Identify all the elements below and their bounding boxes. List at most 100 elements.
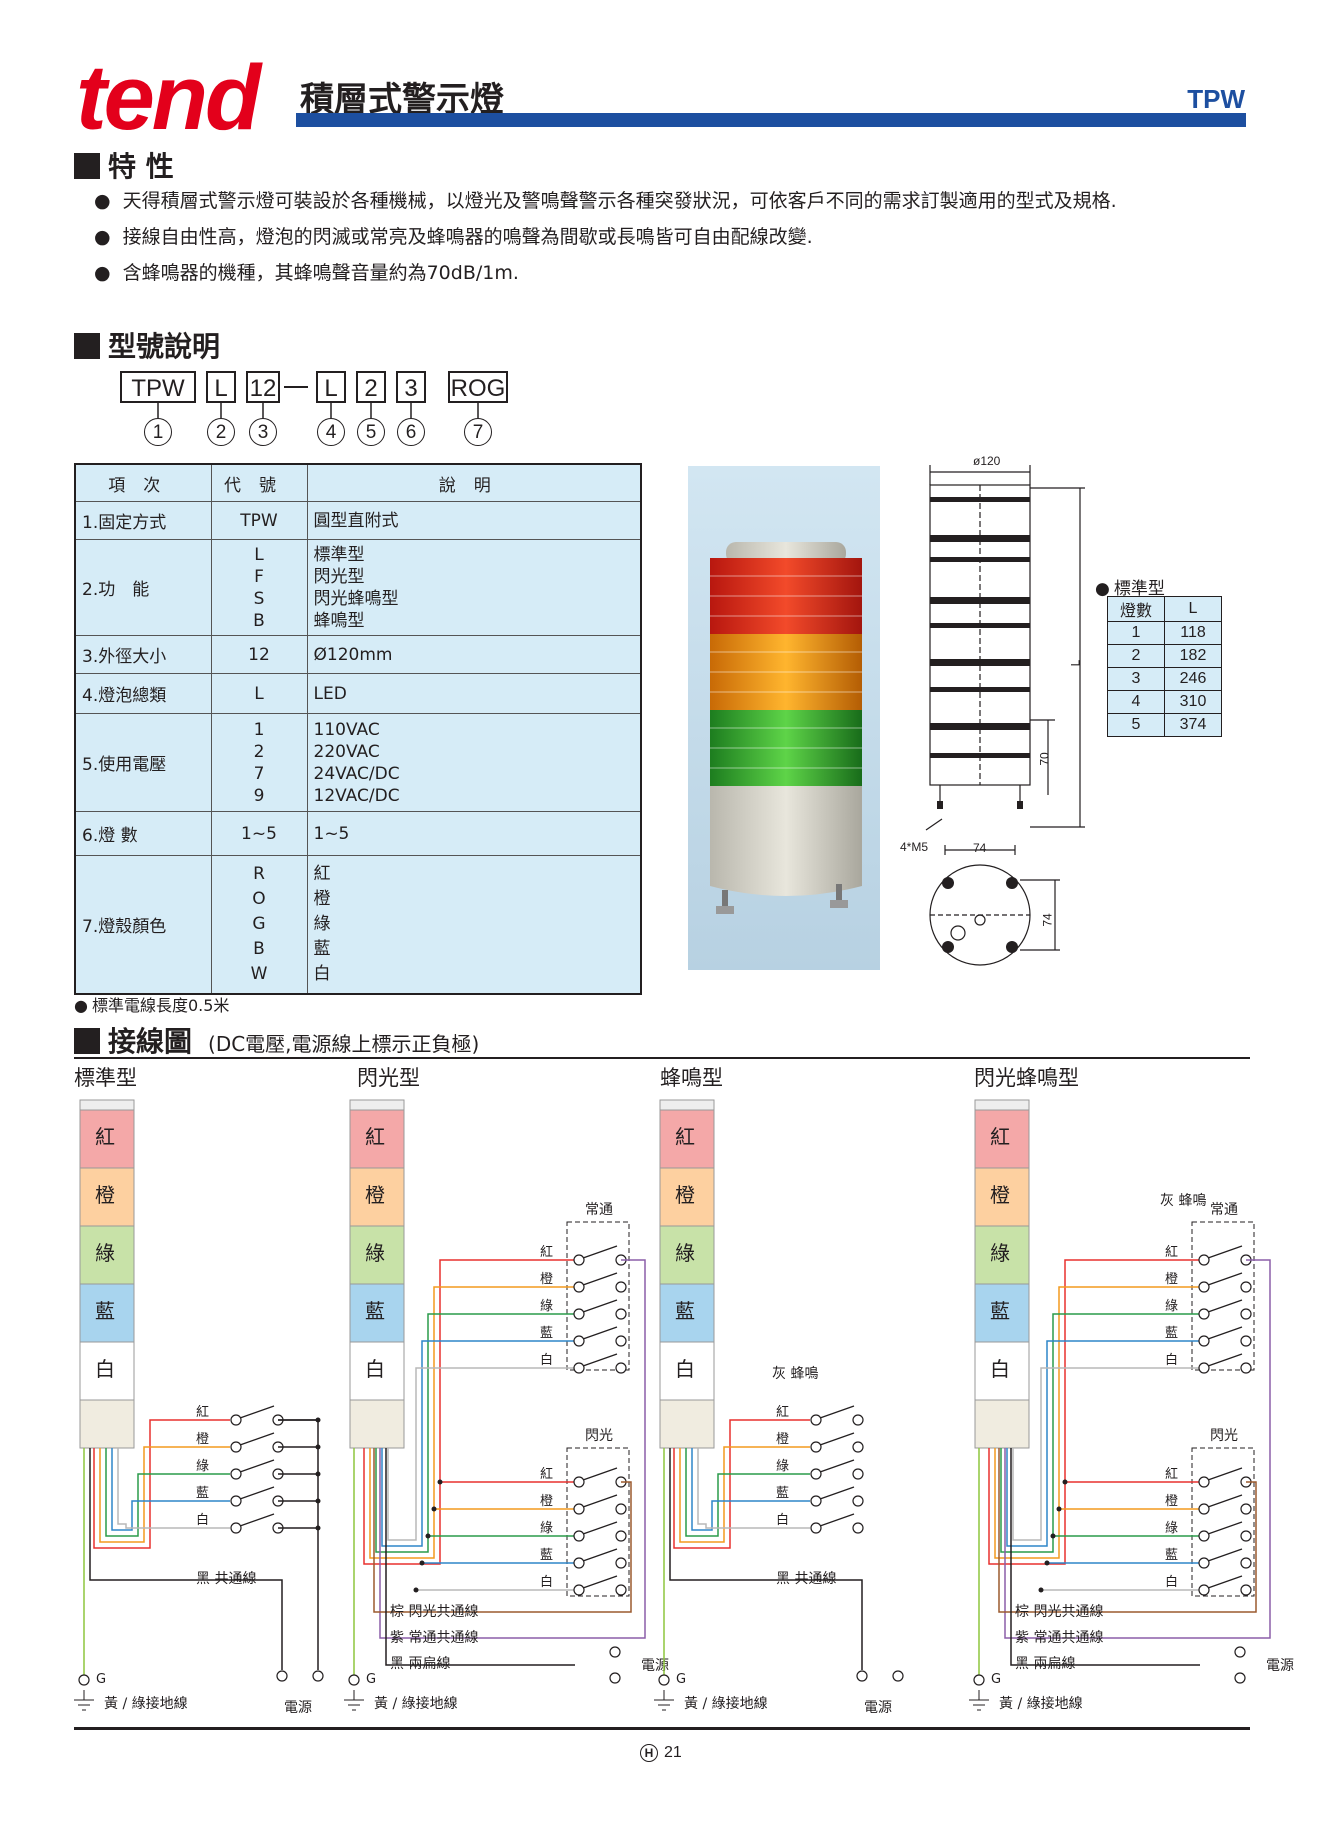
tier-label: 藍	[365, 1299, 385, 1323]
terminal	[573, 1584, 585, 1596]
ground-label: 黃 / 綠接地線	[684, 1695, 768, 1712]
junction-dot	[1038, 1587, 1044, 1593]
terminal	[573, 1476, 585, 1488]
two-wire-label: 黑 兩扁線	[390, 1656, 450, 1672]
code-index: 7	[464, 418, 492, 446]
wire-label: 紅	[1165, 1245, 1178, 1260]
switch-blade	[819, 1432, 855, 1446]
tower-tier	[79, 1109, 135, 1169]
row-code: S	[253, 588, 265, 609]
wire-label: 綠	[1165, 1299, 1178, 1314]
junction-dot	[315, 1498, 321, 1504]
tier-label: 紅	[990, 1125, 1010, 1149]
code-dash	[284, 386, 308, 388]
tier-label: 藍	[990, 1299, 1010, 1323]
terminal	[1198, 1308, 1210, 1320]
wire-label: 橙	[196, 1432, 209, 1447]
terminal	[1240, 1362, 1252, 1374]
switch-blade	[1207, 1326, 1243, 1340]
switch-blade	[1207, 1272, 1243, 1286]
power-label: 電源	[864, 1700, 892, 1716]
wire-label: 藍	[196, 1486, 209, 1501]
wire-label: 白	[540, 1352, 553, 1368]
wire	[387, 1367, 575, 1541]
tower-base	[79, 1399, 135, 1449]
switch-blade	[582, 1548, 618, 1562]
switch-blade	[819, 1513, 855, 1527]
terminal	[1240, 1308, 1252, 1320]
wire-label: 綠	[1165, 1521, 1178, 1536]
switch-blade	[239, 1432, 275, 1446]
wire-label: 藍	[1165, 1326, 1178, 1341]
buzzer-label: 灰 蜂鳴	[1160, 1193, 1206, 1209]
terminal	[852, 1441, 864, 1453]
normally-on-label: 常通	[585, 1202, 613, 1218]
row-desc: 圓型直附式	[313, 510, 399, 531]
terminal	[312, 1670, 324, 1682]
row-code: F	[254, 566, 264, 587]
terminal	[1198, 1476, 1210, 1488]
flash-common-wire	[373, 1448, 632, 1613]
terminal	[615, 1281, 627, 1293]
length-header: 燈數	[1107, 596, 1165, 622]
wire	[93, 1419, 230, 1549]
tower-tier	[349, 1283, 405, 1343]
on-common-label: 紫 常通共通線	[1015, 1630, 1103, 1646]
switch-blade	[582, 1245, 618, 1259]
row-code: B	[253, 610, 265, 631]
tower-cap	[659, 1099, 715, 1111]
wire	[988, 1259, 1200, 1565]
terminal	[1234, 1672, 1246, 1684]
tower-tier	[79, 1225, 135, 1285]
table-row: 1.固定方式 TPW 圓型直附式	[74, 501, 642, 540]
switch-blade	[239, 1486, 275, 1500]
header-bar	[296, 113, 1246, 127]
tower-tier	[79, 1341, 135, 1401]
code-box: 2	[356, 371, 386, 403]
terminal	[615, 1335, 627, 1347]
length-cell: 1	[1107, 621, 1165, 645]
table-row: 6.燈 數 1~5 1~5	[74, 811, 642, 856]
length-table-note: 標準型	[1095, 574, 1165, 599]
tier-label: 紅	[675, 1125, 695, 1149]
common-wire	[89, 1448, 283, 1670]
row-code: O	[252, 888, 266, 909]
tower-base	[349, 1399, 405, 1449]
switch-blade	[582, 1467, 618, 1481]
row-desc: 110VAC	[313, 719, 380, 740]
column-header: 代號	[210, 463, 308, 502]
wire	[1012, 1367, 1200, 1541]
length-cell: 3	[1107, 667, 1165, 691]
terminal	[810, 1441, 822, 1453]
row-desc: LED	[313, 683, 347, 704]
table-row: 2.功 能 L F S B 標準型 閃光型 閃光蜂鳴型 蜂鳴型	[74, 539, 642, 636]
tower-tier	[659, 1167, 715, 1227]
terminal	[573, 1557, 585, 1569]
switch-blade	[239, 1405, 275, 1419]
table-row: 3.外徑大小 12 Ø120mm	[74, 635, 642, 674]
row-code: G	[252, 913, 266, 934]
wiring-divider	[74, 1057, 1250, 1059]
wire-label: 橙	[1165, 1272, 1178, 1287]
wire-label: 白	[196, 1512, 209, 1528]
row-item: 2.功 能	[74, 539, 212, 636]
two-wire	[385, 1448, 575, 1666]
wire-label: 紅	[540, 1467, 553, 1482]
wire-label: 紅	[196, 1405, 209, 1420]
row-code: 12	[248, 644, 270, 665]
row-item: 4.燈泡總類	[74, 673, 212, 714]
code-box: L	[206, 371, 236, 403]
row-desc: 閃光蜂鳴型	[313, 588, 399, 609]
tower-tier	[349, 1167, 405, 1227]
terminal	[230, 1441, 242, 1453]
wire-label: 白	[776, 1512, 789, 1528]
spec-table: 項次 代號 說明 1.固定方式 TPW 圓型直附式 2.功 能 L F S B …	[74, 463, 642, 995]
junction-dot	[315, 1525, 321, 1531]
terminal	[852, 1522, 864, 1534]
code-box: 3	[396, 371, 426, 403]
model-tag: TPW	[1187, 84, 1245, 114]
tier-label: 白	[675, 1357, 695, 1381]
junction-dot	[1062, 1479, 1068, 1485]
row-desc: 橙	[313, 888, 331, 909]
